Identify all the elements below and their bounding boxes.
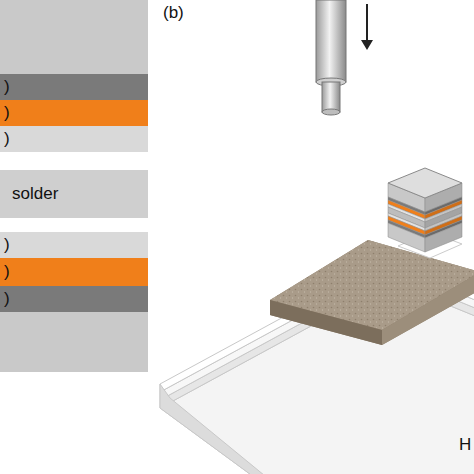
chip-stack: [388, 168, 462, 252]
metal-layer: ): [0, 258, 148, 286]
bottom-layer: [0, 312, 148, 372]
metal-layer: ): [0, 74, 148, 100]
layer-label: ): [4, 290, 10, 309]
substrate-board: [270, 232, 474, 345]
metal-layer: ): [0, 286, 148, 312]
layer-label: solder: [12, 185, 58, 204]
metal-layer: ): [0, 232, 148, 258]
top-layer: [0, 0, 148, 74]
hot-plate-label: H: [459, 436, 471, 455]
layer-label: ): [4, 78, 10, 97]
panel-label: (b): [163, 4, 184, 23]
layer-label: ): [4, 263, 10, 282]
metal-layer: ): [0, 126, 148, 152]
layer-label: ): [4, 130, 10, 149]
press-arrow: [361, 4, 373, 50]
layer-label: ): [4, 236, 10, 255]
bonding-head: [316, 0, 346, 115]
metal-layer: ): [0, 100, 148, 126]
solder-layer: solder: [0, 170, 148, 218]
layer-label: ): [4, 104, 10, 123]
